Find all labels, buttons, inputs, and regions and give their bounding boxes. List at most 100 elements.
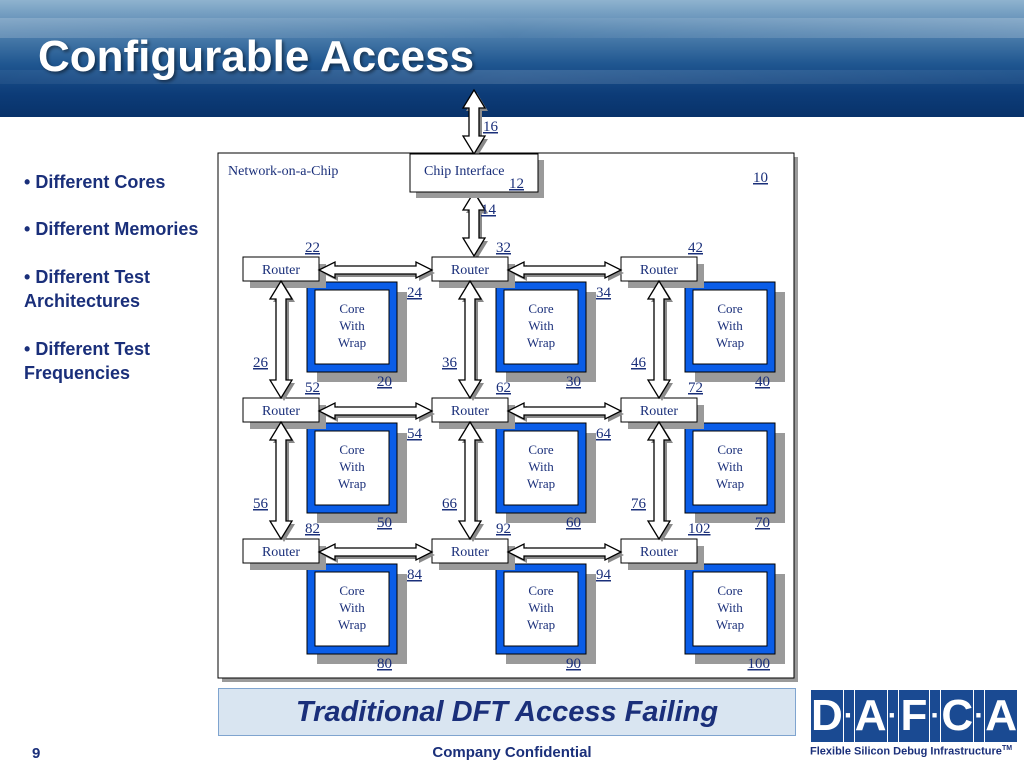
footer-confidential: Company Confidential [432, 744, 592, 761]
core-label: With [528, 600, 554, 615]
ref-h-link: 84 [407, 567, 423, 583]
router-h-link [317, 260, 434, 280]
logo-dot: · [887, 690, 898, 742]
ref-router: 32 [496, 240, 511, 256]
core-label: Core [339, 583, 365, 598]
ref-core: 30 [566, 374, 581, 390]
ref-v-link: 26 [253, 355, 269, 371]
ref-h-link: 64 [596, 426, 612, 442]
ref-core: 100 [748, 656, 771, 672]
ref-h-link: 34 [596, 285, 612, 301]
ref-core: 20 [377, 374, 392, 390]
logo-letter: A [854, 690, 887, 742]
core-label: Wrap [527, 335, 555, 350]
chip-interface-label: Chip Interface [424, 164, 504, 179]
logo-letter: F [898, 690, 930, 742]
dafca-logo: D · A · F · C · A [811, 690, 1017, 745]
router-box [620, 538, 698, 564]
router-v-link [457, 420, 483, 541]
router-label: Router [640, 545, 678, 560]
core-label: With [717, 318, 743, 333]
core-label: With [339, 600, 365, 615]
core-label: With [717, 459, 743, 474]
ref-core: 70 [755, 515, 770, 531]
ref-v-link: 36 [442, 355, 458, 371]
core-label: Wrap [338, 476, 366, 491]
chip-interface-box [409, 153, 539, 193]
core-label: Wrap [716, 476, 744, 491]
core-label: Core [717, 583, 743, 598]
core-label: With [528, 318, 554, 333]
core-label: Core [528, 583, 554, 598]
title-bar [0, 0, 1024, 117]
ref-io: 16 [483, 119, 499, 135]
core-label: Wrap [716, 335, 744, 350]
logo-letter: C [941, 690, 974, 742]
core-inner [314, 571, 390, 647]
noc-label: Network-on-a-Chip [228, 164, 338, 179]
ref-router: 42 [688, 240, 703, 256]
core-label: Core [339, 301, 365, 316]
ref-router: 62 [496, 380, 511, 396]
router-v-link [268, 420, 294, 541]
router-h-link [317, 542, 434, 562]
bullet-item: • Different Test Frequencies [24, 339, 151, 383]
core-inner [503, 571, 579, 647]
router-h-link [506, 401, 623, 421]
core-label: Wrap [716, 617, 744, 632]
banner-text: Traditional DFT Access Failing [295, 695, 719, 728]
ref-core: 90 [566, 656, 581, 672]
logo-dot: · [974, 690, 985, 742]
core-label: With [339, 318, 365, 333]
core-label: With [717, 600, 743, 615]
ref-v-link: 56 [253, 496, 269, 512]
core-label: Core [528, 442, 554, 457]
core-inner [314, 430, 390, 506]
logo-letter: D [811, 690, 843, 742]
bullet-item: • Different Cores [24, 172, 166, 192]
router-h-link [506, 260, 623, 280]
core-label: Core [339, 442, 365, 457]
core-label: Wrap [527, 617, 555, 632]
router-label: Router [640, 404, 678, 419]
router-v-link [457, 279, 483, 400]
ref-v-link: 46 [631, 355, 647, 371]
core-label: With [528, 459, 554, 474]
bullet-item: • Different Memories [24, 219, 199, 239]
router-label: Router [262, 545, 300, 560]
ref-core: 60 [566, 515, 581, 531]
core-label: Wrap [338, 617, 366, 632]
core-inner [314, 289, 390, 365]
core-label: Core [717, 301, 743, 316]
banner: Traditional DFT Access Failing [218, 688, 796, 736]
logo-letter: A [985, 690, 1017, 742]
router-box [620, 256, 698, 282]
ref-router: 72 [688, 380, 703, 396]
chip-interface-link [461, 190, 487, 258]
logo-dot: · [843, 690, 854, 742]
ref-noc: 10 [753, 170, 768, 186]
core-label: Core [528, 301, 554, 316]
router-v-link [646, 420, 672, 541]
ref-router: 52 [305, 380, 320, 396]
router-h-link [506, 542, 623, 562]
logo-tagline: Flexible Silicon Debug InfrastructureTM [810, 745, 1013, 758]
core-label: With [339, 459, 365, 474]
ref-router: 102 [688, 521, 711, 537]
router-label: Router [262, 263, 300, 278]
ref-v-link: 76 [631, 496, 647, 512]
bullet-item: • Different Test Architectures [24, 267, 151, 311]
page-title: Configurable Access [38, 32, 475, 81]
router-label: Router [451, 545, 489, 560]
router-label: Router [262, 404, 300, 419]
ref-v-link: 66 [442, 496, 458, 512]
core-inner [692, 571, 768, 647]
logo-dot: · [930, 690, 941, 742]
ref-chip-interface: 12 [509, 176, 524, 192]
core-label: Wrap [338, 335, 366, 350]
router-box [431, 256, 509, 282]
ref-h-link: 54 [407, 426, 423, 442]
router-box [242, 256, 320, 282]
core-inner [503, 430, 579, 506]
page-number: 9 [32, 745, 41, 762]
